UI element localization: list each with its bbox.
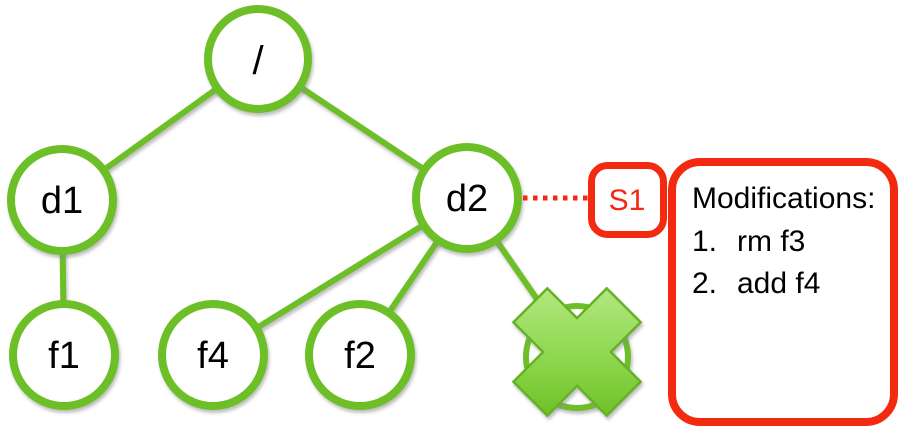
tree-nodes: / d1 d2 f1 f4 f2 <box>7 5 631 411</box>
node-f1: f1 <box>9 300 119 410</box>
node-f4-label: f4 <box>197 335 229 377</box>
node-d1: d1 <box>7 145 117 255</box>
x-mark-icon <box>511 286 643 418</box>
node-f2-label: f2 <box>344 335 376 377</box>
node-d2: d2 <box>412 143 522 253</box>
x-mark-shape <box>511 286 643 418</box>
node-f2-circle <box>305 300 415 410</box>
snapshot-badge-box <box>588 162 667 238</box>
modifications-panel-box <box>668 158 898 426</box>
modifications-title: Modifications: <box>692 182 875 215</box>
modification-item-number: 1. <box>692 225 717 258</box>
node-d1-label: d1 <box>41 180 83 222</box>
node-f4-circle <box>158 300 268 410</box>
node-f4: f4 <box>158 300 268 410</box>
node-root-circle <box>204 5 312 113</box>
node-root: / <box>204 5 312 113</box>
node-d1-circle <box>7 145 117 255</box>
node-f1-circle <box>9 300 119 410</box>
node-f1-label: f1 <box>48 335 80 377</box>
modifications-panel: Modifications: 1. rm f3 2. add f4 <box>668 158 898 426</box>
modification-item-text: add f4 <box>737 267 820 300</box>
node-d2-circle <box>412 143 522 253</box>
node-root-label: / <box>252 39 264 83</box>
modification-item-number: 2. <box>692 267 717 300</box>
node-f2: f2 <box>305 300 415 410</box>
node-d2-label: d2 <box>446 178 488 220</box>
snapshot-badge: S1 <box>588 162 667 238</box>
modification-item-text: rm f3 <box>737 225 805 258</box>
snapshot-badge-label: S1 <box>609 184 646 217</box>
